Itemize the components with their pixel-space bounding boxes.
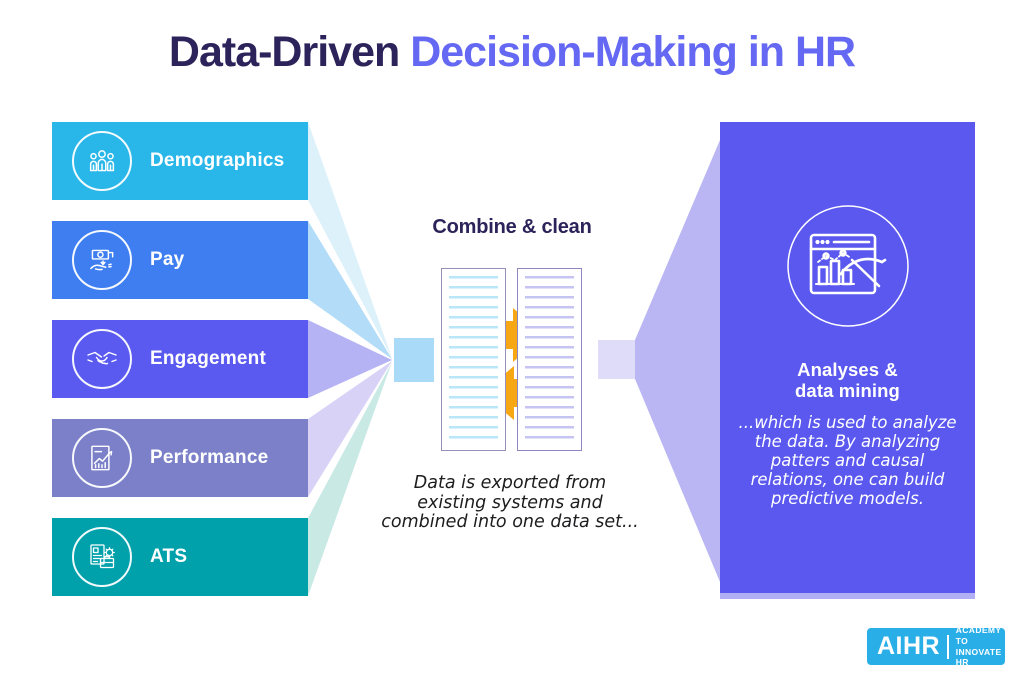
dataset-doc-right [517,268,582,451]
page-title-prefix: Data-Driven [168,28,411,76]
source-row-ats: ATS [52,518,308,596]
source-label: Engagement [150,348,267,369]
funnel-engagement [308,320,392,398]
source-label: Pay [150,249,185,270]
logo-tagline-line2: INNOVATE HR [955,646,1002,668]
funnel-analysis [635,140,720,582]
dataset-doc-left [441,268,506,451]
doc-lines [449,276,498,442]
chart-doc-icon [72,428,132,488]
data-mining-icon [786,204,910,328]
funnel-performance [308,361,392,497]
aihr-logo: AIHR ACADEMY TO INNOVATE HR [867,625,1005,668]
page-title: Data-Driven Decision-Making in HR [0,28,1024,76]
logo-brand: AIHR [877,632,941,660]
source-label: Performance [150,447,269,468]
source-row-pay: Pay [52,221,308,299]
source-row-engagement: Engagement [52,320,308,398]
handshake-icon [72,329,132,389]
connector-left [394,338,434,382]
funnel-demographics [308,122,392,358]
resume-gear-icon [72,527,132,587]
logo-tagline-line1: ACADEMY TO [955,625,1002,646]
source-label: ATS [150,546,188,567]
analysis-body: ...which is used to analyze the data. By… [738,413,957,508]
funnel-ats [308,362,392,596]
analysis-box: Analyses & data mining ...which is used … [720,122,975,593]
logo-divider [947,634,949,659]
doc-lines [525,276,574,442]
combine-heading: Combine & clean [432,216,592,238]
hand-money-icon [72,230,132,290]
funnel-pay [308,221,392,359]
source-label: Demographics [150,150,285,171]
pipeline-caption: Data is exported from existing systems a… [381,473,639,533]
connector-right [598,340,635,379]
source-row-performance: Performance [52,419,308,497]
page-title-accent: Decision-Making in HR [410,28,856,76]
source-row-demographics: Demographics [52,122,308,200]
analysis-heading: Analyses & data mining [795,359,900,401]
logo-tagline: ACADEMY TO INNOVATE HR [956,625,1005,668]
people-icon [72,131,132,191]
analysis-box-bottom-edge [720,593,975,599]
